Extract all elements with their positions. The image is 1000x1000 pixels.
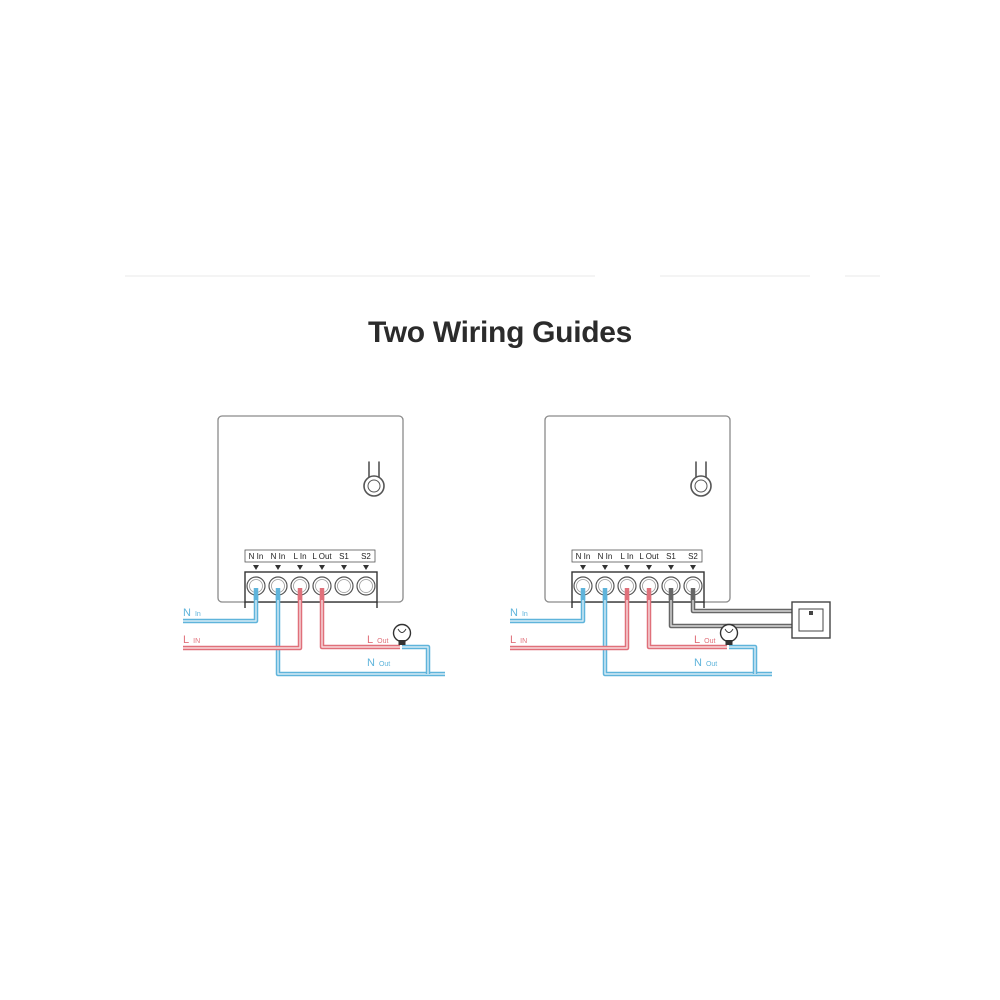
wire-l-out <box>646 580 727 650</box>
terminal-label-2: N In <box>598 552 613 561</box>
terminal-label-4: L Out <box>639 552 659 561</box>
label-l-in: L IN <box>510 634 527 646</box>
label-n-in-sub: In <box>195 611 201 618</box>
terminal-block <box>244 571 378 603</box>
label-n-out-main: N <box>694 657 702 669</box>
wire-l-in <box>510 580 630 651</box>
wire-n-out-bulb <box>402 644 431 674</box>
label-n-in-main: N <box>183 607 191 619</box>
light-bulb-icon <box>719 623 739 645</box>
label-l-out-main: L <box>367 634 373 646</box>
terminal-label-strip <box>571 549 703 563</box>
terminal-arrow-6 <box>690 565 696 570</box>
label-l-in: L IN <box>183 634 200 646</box>
mounting-hook-icon <box>690 461 712 497</box>
terminal-arrow-5 <box>341 565 347 570</box>
terminal-label-5: S1 <box>339 552 349 561</box>
terminal-label-1: N In <box>576 552 591 561</box>
terminal-arrow-1 <box>580 565 586 570</box>
page-title: Two Wiring Guides <box>367 316 633 349</box>
wire-n-out <box>602 580 772 677</box>
wire-l-in <box>183 580 303 651</box>
terminal-screw-6 <box>356 576 376 596</box>
terminal-label-2: N In <box>271 552 286 561</box>
terminal-arrow-1 <box>253 565 259 570</box>
label-l-out-sub: Out <box>704 638 715 645</box>
terminal-label-3: L In <box>293 552 306 561</box>
terminal-arrow-4 <box>319 565 325 570</box>
wall-switch-icon <box>791 601 831 639</box>
top-divider-left <box>125 275 595 277</box>
label-l-out-main: L <box>694 634 700 646</box>
terminal-arrow-2 <box>602 565 608 570</box>
label-n-in-sub: In <box>522 611 528 618</box>
terminal-label-5: S1 <box>666 552 676 561</box>
terminal-label-strip <box>244 549 376 563</box>
top-divider-middle <box>660 275 810 277</box>
terminal-arrow-2 <box>275 565 281 570</box>
terminal-label-1: N In <box>249 552 264 561</box>
wire-l-out <box>319 580 400 650</box>
terminal-screw-5 <box>334 576 354 596</box>
terminal-arrow-5 <box>668 565 674 570</box>
label-l-in-main: L <box>510 634 516 646</box>
label-l-out-sub: Out <box>377 638 388 645</box>
label-l-in-main: L <box>183 634 189 646</box>
terminal-label-3: L In <box>620 552 633 561</box>
terminal-block <box>571 571 705 603</box>
label-n-out-sub: Out <box>706 661 717 668</box>
label-l-in-sub: IN <box>520 638 527 645</box>
wire-n-out-bulb <box>729 644 758 674</box>
label-n-in: N In <box>510 607 528 619</box>
label-n-out-sub: Out <box>379 661 390 668</box>
terminal-label-4: L Out <box>312 552 332 561</box>
label-n-out-main: N <box>367 657 375 669</box>
label-l-out: L Out <box>367 634 388 646</box>
label-n-in: N In <box>183 607 201 619</box>
label-l-in-sub: IN <box>193 638 200 645</box>
label-l-out: L Out <box>694 634 715 646</box>
terminal-screw-1 <box>573 576 593 596</box>
light-bulb-icon <box>392 623 412 645</box>
terminal-screw-2 <box>595 576 615 596</box>
wire-n-out <box>275 580 445 677</box>
label-n-in-main: N <box>510 607 518 619</box>
label-n-out: N Out <box>367 657 390 669</box>
terminal-label-6: S2 <box>361 552 371 561</box>
top-divider-right <box>845 275 880 277</box>
mounting-hook-icon <box>363 461 385 497</box>
terminal-arrow-6 <box>363 565 369 570</box>
terminal-arrow-3 <box>297 565 303 570</box>
terminal-arrow-3 <box>624 565 630 570</box>
terminal-arrow-4 <box>646 565 652 570</box>
label-n-out: N Out <box>694 657 717 669</box>
terminal-label-6: S2 <box>688 552 698 561</box>
